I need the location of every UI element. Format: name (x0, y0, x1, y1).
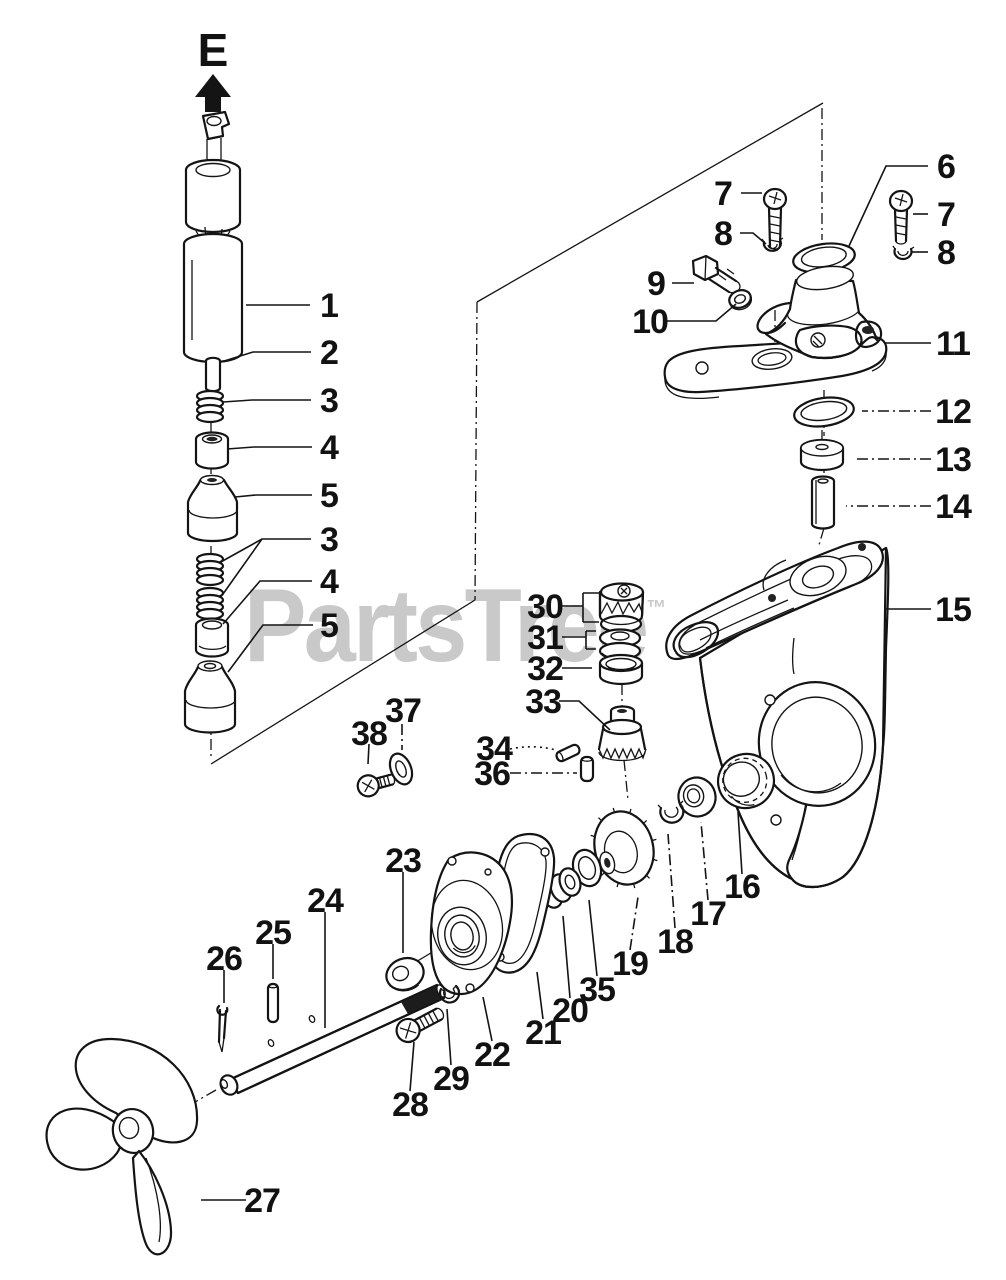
part-spring-upper (195, 389, 225, 424)
callout-25: 25 (255, 914, 291, 952)
part-washer-10 (728, 289, 753, 311)
part-cone-lower (183, 660, 237, 734)
callout-3: 3 (320, 382, 338, 420)
part-screw-38 (356, 773, 396, 798)
part-pin-36 (579, 755, 595, 783)
part-pump-housing (663, 265, 888, 400)
part-shaft-pin (204, 356, 222, 393)
callout-14: 14 (935, 488, 972, 526)
callout-10: 10 (632, 303, 668, 341)
callout-34: 34 (476, 730, 513, 768)
callout-26: 26 (206, 940, 242, 978)
callout-15: 15 (935, 591, 971, 629)
callout-24: 24 (307, 882, 344, 920)
watermark-text: PartsTree (244, 568, 649, 684)
part-seal-17 (677, 776, 717, 818)
callout-20: 20 (552, 992, 588, 1030)
callout-29: 29 (433, 1060, 469, 1098)
callout-27: 27 (244, 1182, 280, 1220)
part-oring-12 (793, 396, 855, 428)
callout-21: 21 (525, 1014, 561, 1052)
up-arrow-icon (195, 74, 231, 112)
callout-35: 35 (579, 971, 615, 1009)
callout-16: 16 (724, 868, 760, 906)
callout-33: 33 (525, 683, 561, 721)
part-spring-lower-a (195, 552, 225, 587)
callout-2: 2 (320, 334, 338, 372)
callout-38: 38 (351, 715, 387, 753)
callout-30: 30 (527, 588, 563, 626)
part-clip-18 (657, 800, 685, 824)
part-tube-14 (810, 475, 836, 530)
part-screw-7-right (888, 189, 914, 245)
callout-7: 7 (714, 175, 732, 213)
callout-4: 4 (320, 429, 339, 467)
part-bushing-upper (194, 431, 230, 470)
watermark: PartsTree™ (244, 574, 666, 678)
callout-23: 23 (385, 842, 421, 880)
part-propeller-27 (45, 1037, 199, 1256)
callout-6: 6 (937, 148, 955, 186)
part-cone-upper (186, 474, 239, 543)
callout-32: 32 (527, 650, 563, 688)
callout-1: 1 (320, 287, 338, 325)
part-prop-shaft-24 (219, 983, 446, 1096)
part-drive-shaft (182, 110, 244, 364)
part-washer-29 (439, 984, 461, 1004)
part-disc-13 (799, 430, 845, 472)
part-pin-34 (555, 743, 581, 763)
part-gearcase-15 (665, 540, 890, 889)
callout-13: 13 (935, 441, 971, 479)
part-ring-6 (792, 242, 856, 274)
callout-4: 4 (320, 563, 339, 601)
callout-36: 36 (474, 755, 510, 793)
callout-8: 8 (937, 234, 955, 272)
callout-31: 31 (527, 619, 563, 657)
callout-12: 12 (935, 393, 971, 431)
part-spring-lower-b (195, 586, 225, 621)
callout-18: 18 (657, 923, 693, 961)
part-bolt-9 (691, 254, 741, 294)
part-washers-31 (598, 628, 642, 661)
part-impeller-30 (598, 582, 645, 634)
part-screw-7-left (762, 187, 788, 250)
part-cotter-pin-26 (216, 1004, 229, 1053)
leader-lines (201, 165, 931, 1201)
callout-9: 9 (647, 265, 665, 303)
callout-8: 8 (714, 215, 732, 253)
part-carrier-22 (429, 851, 514, 996)
section-lines (210, 102, 824, 765)
callout-17: 17 (690, 895, 726, 933)
view-label: E (198, 24, 229, 76)
callout-5: 5 (320, 477, 338, 515)
callout-3: 3 (320, 521, 338, 559)
part-pinion-33 (597, 705, 647, 762)
part-washer-23 (385, 956, 425, 992)
callout-11: 11 (936, 325, 970, 363)
callout-7: 7 (937, 196, 955, 234)
part-pin-25 (266, 982, 280, 1024)
part-clip-8-right (892, 245, 915, 261)
callout-37: 37 (385, 692, 421, 730)
callout-22: 22 (474, 1036, 510, 1074)
part-screw-28 (395, 1007, 445, 1044)
part-bearing-16 (716, 752, 776, 810)
part-cup-32 (598, 653, 644, 686)
callout-5: 5 (320, 607, 338, 645)
part-washer-37 (388, 752, 414, 786)
callout-28: 28 (392, 1086, 428, 1124)
callout-19: 19 (612, 945, 648, 983)
part-bushing-lower (194, 617, 230, 658)
watermark-tm: ™ (646, 595, 667, 620)
